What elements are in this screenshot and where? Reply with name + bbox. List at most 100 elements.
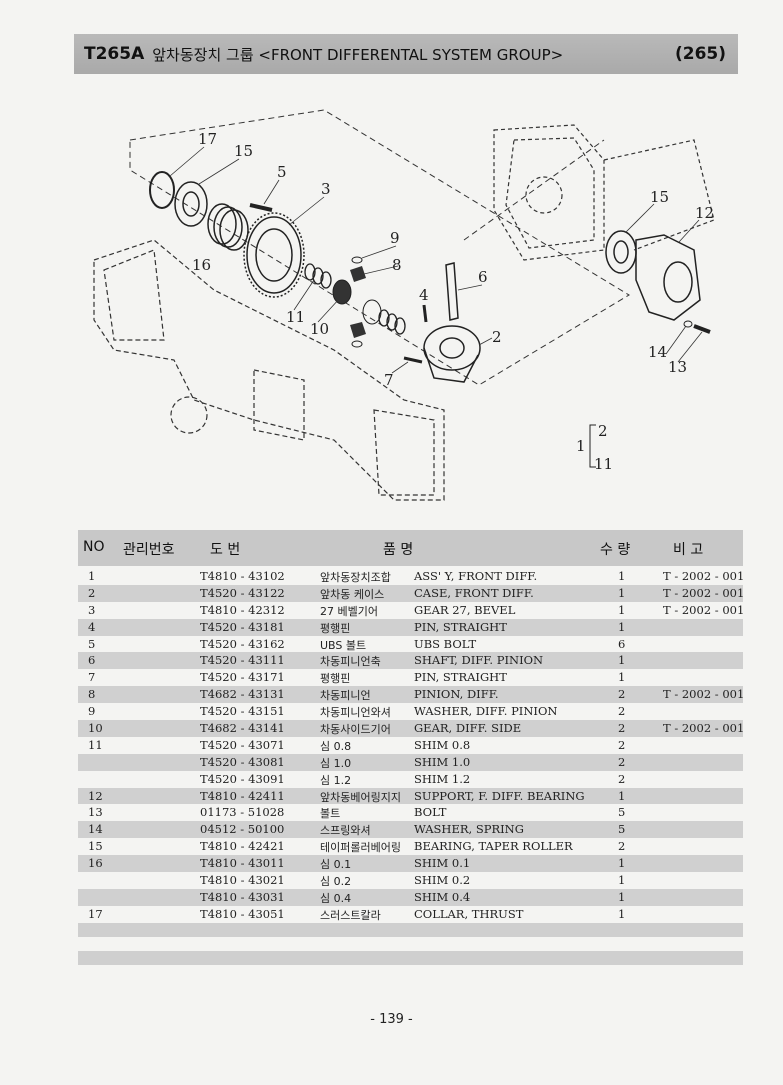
item-number: 11 <box>88 737 103 752</box>
callout-12: 12 <box>695 204 714 222</box>
english-name: SHAFT, DIFF. PINION <box>414 653 544 668</box>
part-13-bolt <box>693 324 711 334</box>
drawing-number: 04512 - 50100 <box>200 822 285 837</box>
english-name: SHIM 1.0 <box>414 754 471 769</box>
english-name: PIN, STRAIGHT <box>414 670 507 685</box>
part-2-case <box>423 325 481 383</box>
part-10-side-gear <box>332 279 382 325</box>
part-15-bearing-right <box>605 230 637 274</box>
callout-14: 14 <box>648 343 667 361</box>
english-name: BOLT <box>414 805 447 820</box>
quantity: 1 <box>618 906 626 921</box>
korean-name: 차동피니언 <box>320 689 371 703</box>
part-6-shaft <box>445 262 459 321</box>
item-number: 2 <box>88 585 96 600</box>
group-title: 앞차동장치 그룹 <FRONT DIFFERENTAL SYSTEM GROUP… <box>152 45 564 64</box>
callout-10: 10 <box>310 320 329 338</box>
korean-name: 심 1.2 <box>320 773 352 787</box>
header-remark: 비 고 <box>673 542 704 558</box>
legend-child-b: 11 <box>594 455 613 473</box>
drawing-number: T4520 - 43181 <box>200 619 285 634</box>
korean-name: 평행핀 <box>320 621 351 635</box>
callout-15-right: 15 <box>650 188 669 206</box>
drawing-number: T4810 - 42421 <box>200 839 285 854</box>
remark: T - 2002 - 001 <box>663 602 745 617</box>
remark: T - 2002 - 001 <box>663 585 745 600</box>
english-name: SHIM 0.4 <box>414 889 471 904</box>
quantity: 5 <box>618 822 626 837</box>
korean-name: 심 0.1 <box>320 858 352 872</box>
quantity: 1 <box>618 619 626 634</box>
drawing-number: 01173 - 51028 <box>200 805 285 820</box>
part-9-washer <box>351 256 363 348</box>
drawing-number: T4520 - 43091 <box>200 771 285 786</box>
korean-name: 앞차동 케이스 <box>320 587 385 601</box>
callout-15: 15 <box>234 142 253 160</box>
header-part-name: 품 명 <box>383 542 414 558</box>
exploded-parts-diagram: 17 15 5 3 16 9 8 6 4 11 10 2 7 15 12 14 … <box>93 109 715 501</box>
quantity: 6 <box>618 636 626 651</box>
drawing-number: T4810 - 43031 <box>200 889 285 904</box>
item-number: 9 <box>88 704 96 719</box>
drawing-number: T4810 - 42411 <box>200 788 285 803</box>
part-4-pin <box>422 304 428 323</box>
transmission-housing <box>493 124 715 261</box>
korean-name: 평행핀 <box>320 672 351 686</box>
quantity: 1 <box>618 856 626 871</box>
item-number: 15 <box>88 839 103 854</box>
quantity: 1 <box>618 873 626 888</box>
header-no: NO <box>83 539 105 555</box>
korean-name: 차동피니언축 <box>320 655 381 669</box>
part-14-washer <box>683 320 693 328</box>
drawing-number: T4810 - 43102 <box>200 569 285 583</box>
part-5-bolt <box>249 203 273 212</box>
drawing-number: T4810 - 43011 <box>200 856 285 871</box>
quantity: 2 <box>618 771 626 786</box>
korean-name: 심 0.8 <box>320 739 352 753</box>
item-number: 7 <box>88 670 96 685</box>
remark: T - 2002 - 001 <box>663 721 745 736</box>
drawing-number: T4810 - 43021 <box>200 873 285 888</box>
korean-name: 테이퍼롤러베어링 <box>320 841 401 855</box>
english-name: GEAR, DIFF. SIDE <box>414 721 522 736</box>
callout-2: 2 <box>492 328 502 346</box>
item-number: 14 <box>88 822 103 837</box>
quantity: 2 <box>618 737 626 752</box>
callout-11: 11 <box>286 308 305 326</box>
table-filler-band <box>78 951 743 965</box>
quantity: 2 <box>618 687 626 702</box>
callout-labels: 17 15 5 3 16 9 8 6 4 11 10 2 7 15 12 14 … <box>192 130 714 389</box>
header-mgmt-no: 관리번호 <box>123 542 175 558</box>
part-8-pinion <box>350 266 366 338</box>
english-name: COLLAR, THRUST <box>414 906 524 921</box>
korean-name: 볼트 <box>320 807 341 821</box>
callout-6: 6 <box>478 268 488 286</box>
english-name: PINION, DIFF. <box>414 687 499 702</box>
quantity: 1 <box>618 670 626 685</box>
item-number: 10 <box>88 721 103 736</box>
part-11-shims <box>304 263 406 335</box>
callout-5: 5 <box>277 163 287 181</box>
quantity: 1 <box>618 569 626 583</box>
korean-name: 앞차동장치조합 <box>320 571 391 584</box>
part-15-bearing <box>174 181 208 227</box>
callout-8: 8 <box>392 256 402 274</box>
quantity: 1 <box>618 889 626 904</box>
drawing-number: T4810 - 42312 <box>200 602 285 617</box>
part-12-support <box>635 234 701 321</box>
page-header: T265A 앞차동장치 그룹 <FRONT DIFFERENTAL SYSTEM… <box>74 34 738 74</box>
korean-name: 27 베벨기어 <box>320 604 378 618</box>
callout-3: 3 <box>321 180 331 198</box>
